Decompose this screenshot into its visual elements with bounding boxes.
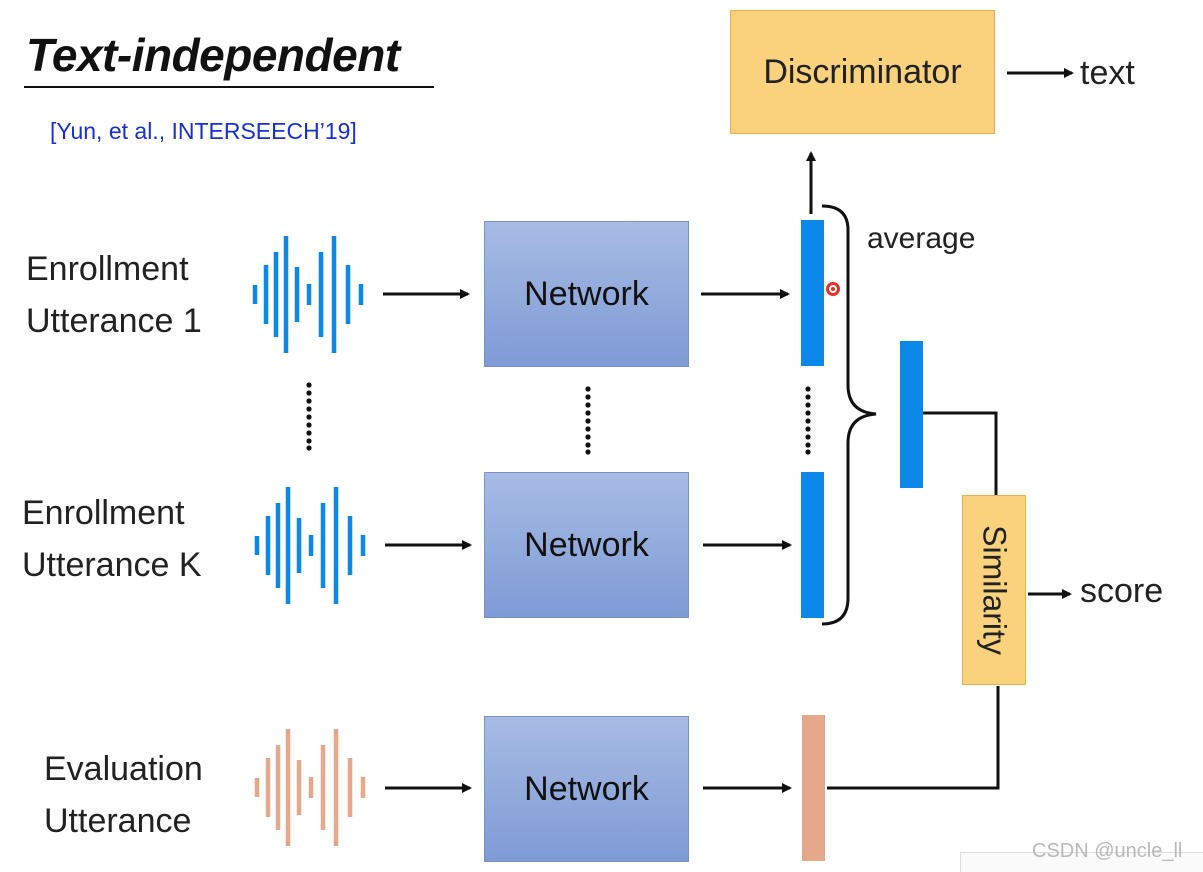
title-underline — [24, 86, 434, 88]
input-label-enrollment-1: Enrollment Utterance 1 — [26, 243, 202, 347]
input-label-line1: Enrollment — [22, 494, 185, 532]
waveform-enrollment-1-icon — [252, 236, 364, 353]
network-label: Network — [524, 769, 649, 808]
pointer-dot — [826, 282, 840, 296]
waveform-enrollment-k-icon — [254, 487, 366, 604]
similarity-output-label: score — [1080, 572, 1164, 610]
network-label: Network — [524, 525, 649, 564]
input-label-line2: Utterance K — [22, 546, 202, 584]
network-box-evaluation: Network — [484, 716, 689, 862]
similarity-box: Similarity — [962, 495, 1026, 685]
network-box-enrollment-k: Network — [484, 472, 689, 618]
discriminator-output-label: text — [1080, 54, 1135, 92]
discriminator-box: Discriminator — [730, 10, 995, 134]
discriminator-label: Discriminator — [763, 52, 962, 91]
waveform-evaluation-icon — [254, 729, 366, 846]
input-label-evaluation: Evaluation Utterance — [44, 743, 203, 847]
page-title: Text-independent — [26, 29, 400, 81]
network-label: Network — [524, 274, 649, 313]
average-label: average — [867, 222, 976, 255]
embedding-enrollment-k — [801, 472, 824, 618]
average-brace — [821, 204, 877, 626]
embedding-evaluation — [802, 715, 825, 861]
input-label-enrollment-k: Enrollment Utterance K — [22, 487, 202, 591]
connector-evaluation-to-similarity — [827, 686, 1000, 790]
input-label-line2: Utterance — [44, 802, 192, 840]
network-box-enrollment-1: Network — [484, 221, 689, 367]
input-label-line1: Enrollment — [26, 250, 189, 288]
input-label-line2: Utterance 1 — [26, 302, 202, 340]
citation: [Yun, et al., INTERSEECH’19] — [50, 118, 357, 144]
embedding-average — [900, 341, 923, 488]
watermark: CSDN @uncle_ll — [1032, 840, 1183, 862]
embedding-enrollment-1 — [801, 220, 824, 366]
input-label-line1: Evaluation — [44, 750, 203, 788]
watermark-bar — [960, 852, 1203, 872]
ellipsis-dots — [306, 382, 811, 455]
connector-average-to-similarity — [923, 411, 998, 495]
